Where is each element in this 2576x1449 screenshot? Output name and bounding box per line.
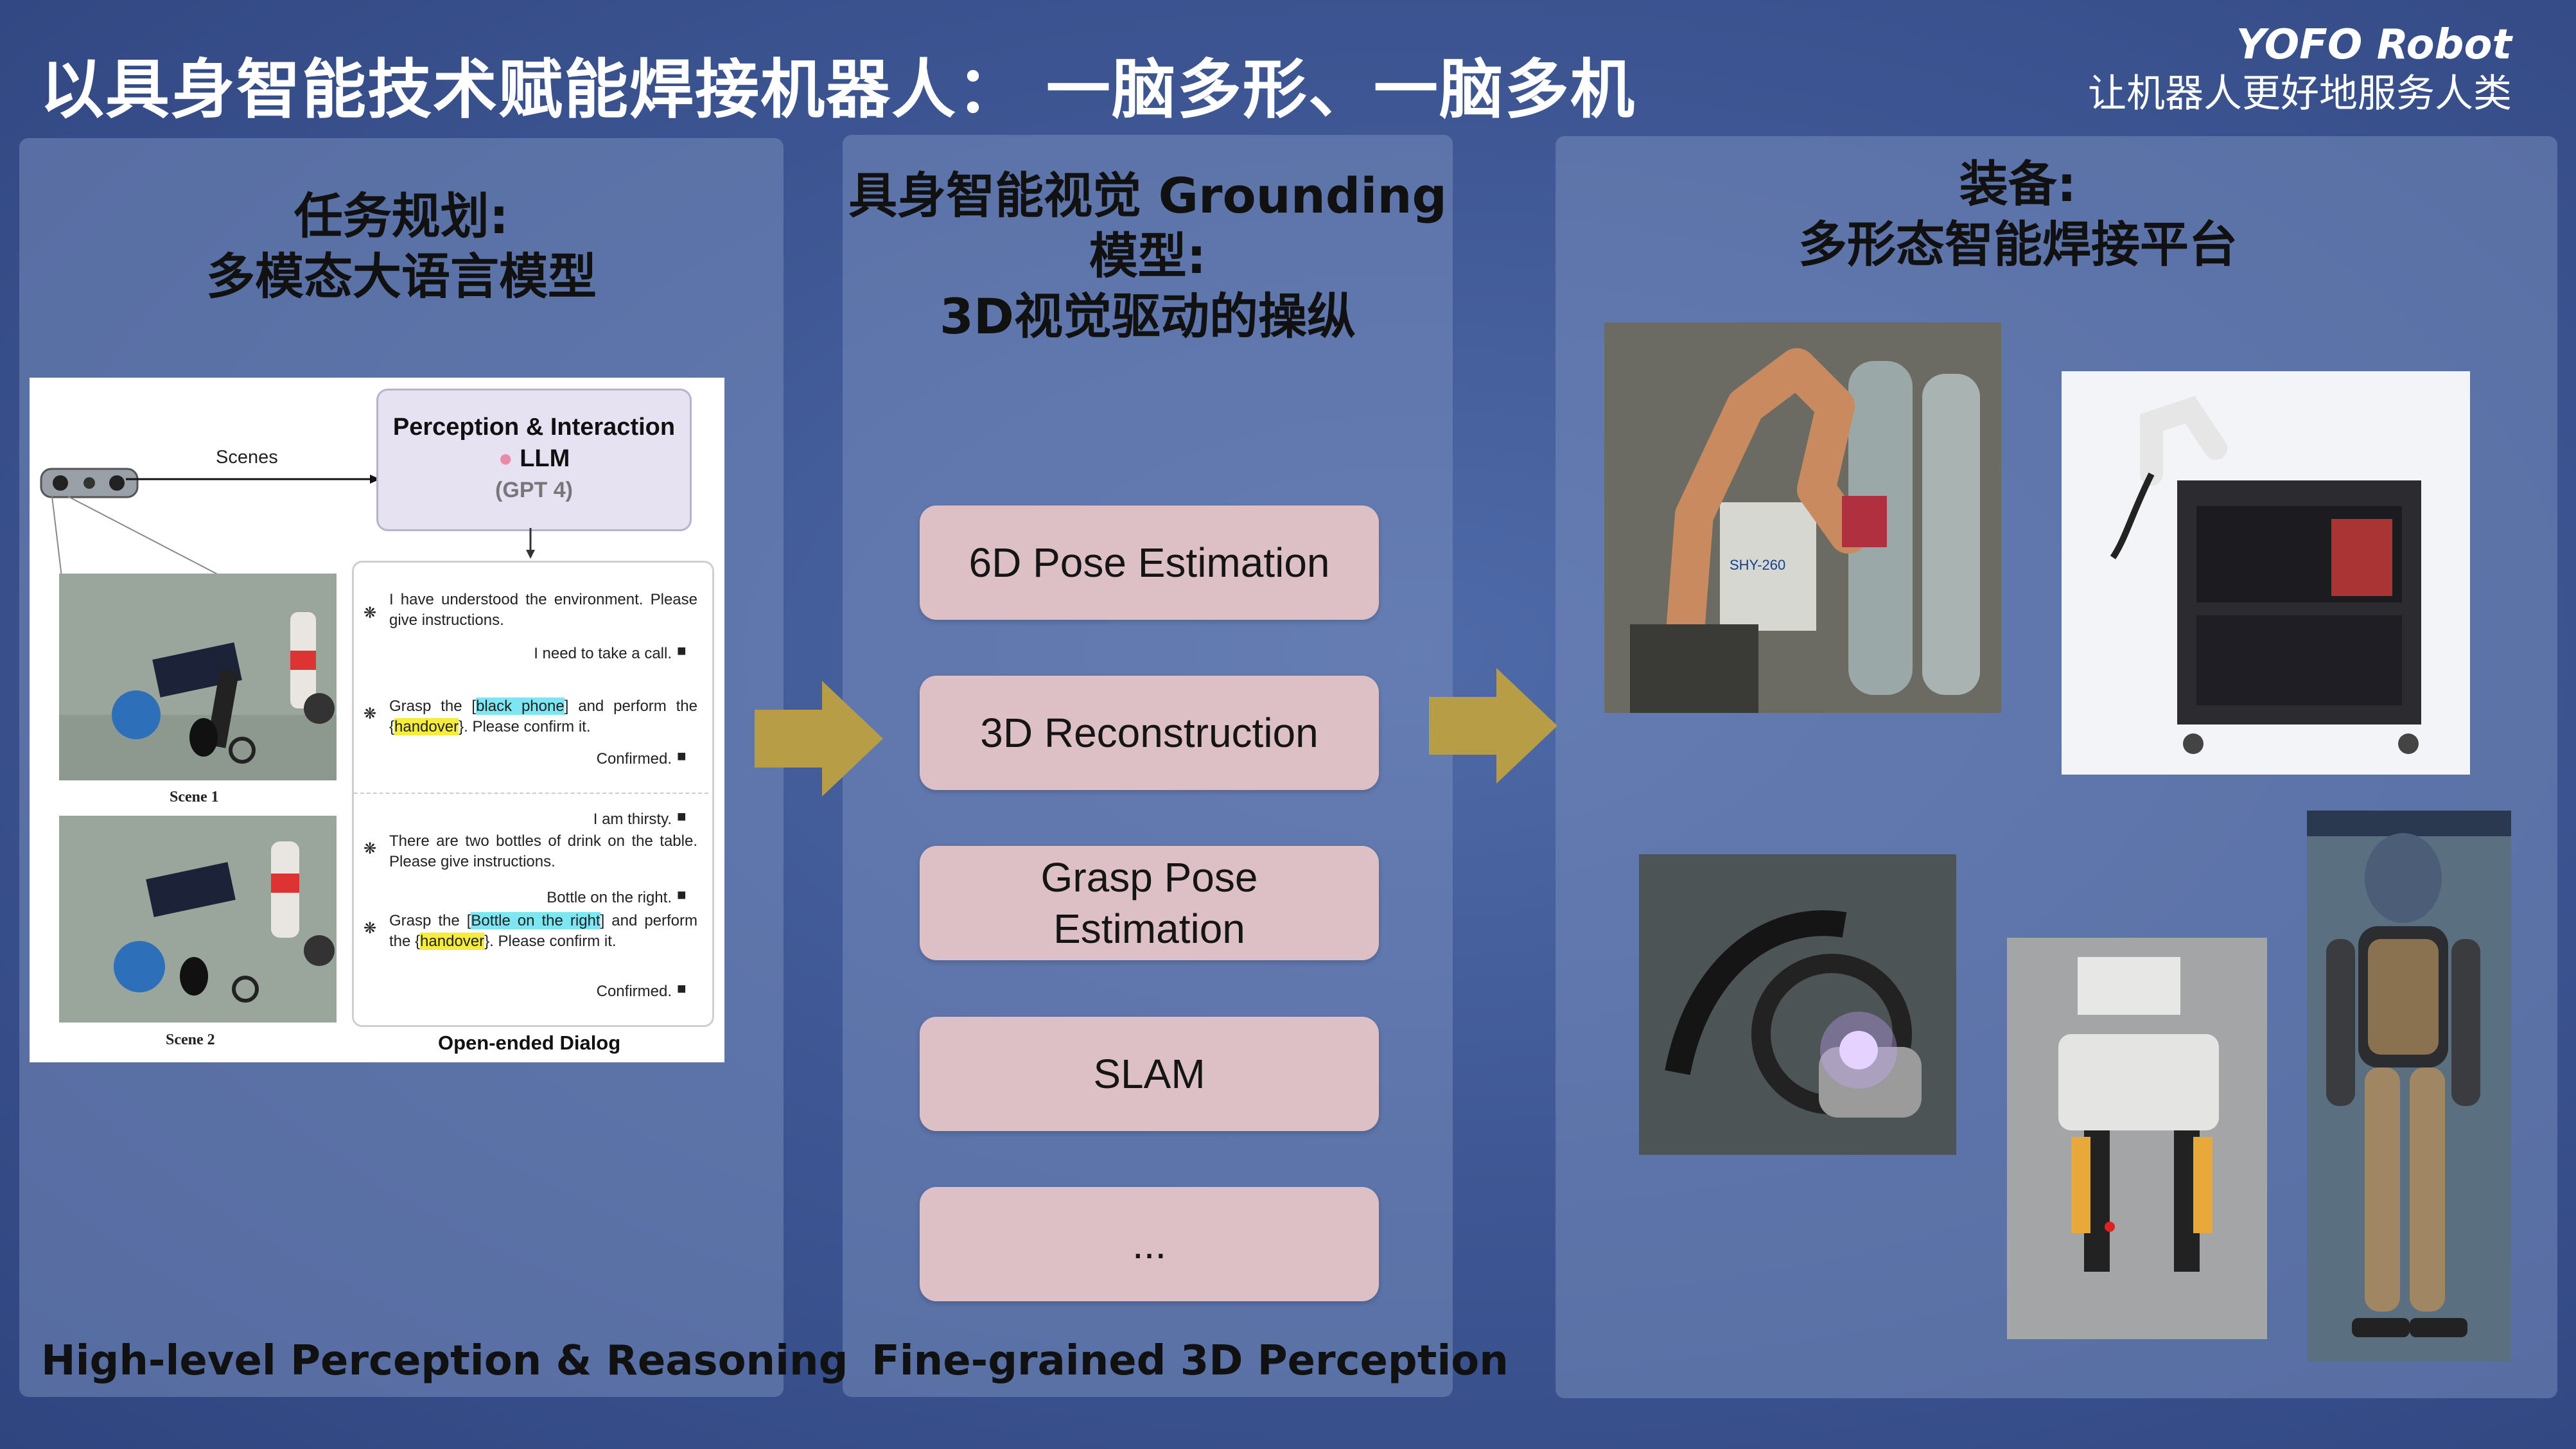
m4-text-c: }. Please confirm it.: [484, 933, 617, 950]
left-heading-line2: 多模态大语言模型: [206, 248, 597, 305]
dialog-divider: [354, 793, 708, 794]
industrial-robot-arm-image: SHY-260: [1604, 322, 2001, 713]
m2-text-a: Grasp the [: [389, 698, 477, 715]
arrow-to-dialog: [526, 528, 535, 559]
right-panel-heading: 装备: 多形态智能焊接平台: [1555, 154, 2480, 275]
scene-1-photo: [59, 574, 337, 780]
dialog-box: [352, 561, 714, 1027]
llm-line2: LLM: [520, 445, 570, 472]
module-slam: SLAM: [920, 1017, 1379, 1131]
middle-panel-footer: Fine-grained 3D Perception: [872, 1337, 1509, 1385]
brain-icon: ●: [498, 445, 513, 472]
dialog-user-msg-4: Bottle on the right.: [547, 889, 672, 906]
module-grasp-pose-estimation: Grasp Pose Estimation: [920, 846, 1379, 960]
slide-title: 以具身智能技术赋能焊接机器人： 一脑多形、一脑多机: [40, 52, 1636, 127]
module-6d-pose-estimation: 6D Pose Estimation: [920, 505, 1379, 620]
llm-line3: (GPT 4): [495, 478, 573, 502]
scene-1-caption: Scene 1: [170, 789, 219, 805]
user-icon: ■: [677, 808, 687, 825]
cylinder-label: SHY-260: [1730, 557, 1785, 573]
user-icon: ■: [677, 886, 687, 904]
photo-quadruped-robot: [2007, 938, 2267, 1339]
photo-cobot-cart: [2062, 371, 2470, 775]
photo-humanoid-robot: [2307, 811, 2511, 1362]
dialog-llm-msg-2: Grasp the [black phone] and perform the …: [389, 696, 697, 737]
m4-object-highlight: Bottle on the right: [471, 912, 600, 929]
middle-panel-heading: 具身智能视觉 Grounding 模型: 3D视觉驱动的操纵: [843, 166, 1453, 347]
m4-text-a: Grasp the [: [389, 912, 471, 929]
scenes-label: Scenes: [216, 447, 278, 468]
dialog-user-msg-5: Confirmed.: [596, 983, 672, 1000]
openai-icon: ❋: [364, 604, 377, 622]
left-panel-heading: 任务规划: 多模态大语言模型: [19, 186, 784, 307]
dialog-user-msg-1: I need to take a call.: [534, 645, 672, 662]
middle-heading-line1: 具身智能视觉 Grounding: [848, 167, 1447, 224]
m2-action-highlight: handover: [394, 718, 459, 735]
brand-name: YOFO Robot: [2236, 21, 2512, 69]
quadruped-robot-image: [2007, 938, 2267, 1339]
m4-action-highlight: handover: [420, 933, 485, 950]
welding-torch-image: [1639, 854, 1956, 1155]
openai-icon: ❋: [364, 705, 377, 723]
dialog-caption: Open-ended Dialog: [438, 1032, 621, 1054]
middle-heading-line3: 3D视觉驱动的操纵: [940, 288, 1356, 345]
llm-box: Perception & Interaction ● LLM (GPT 4): [376, 389, 692, 531]
m2-object-highlight: black phone: [476, 698, 565, 715]
perspective-lines: [51, 496, 229, 581]
user-icon: ■: [677, 748, 687, 765]
module-more: ...: [920, 1187, 1379, 1301]
llm-dialog-figure: Scenes Perception & Interaction ● LLM (G…: [30, 378, 724, 1062]
camera-icon: [40, 468, 139, 498]
dialog-llm-msg-1: I have understood the environment. Pleas…: [389, 591, 697, 629]
arrow-left-to-middle: [755, 681, 883, 796]
right-heading-line1: 装备:: [1959, 155, 2077, 213]
openai-icon: ❋: [364, 840, 377, 857]
dialog-user-msg-2: Confirmed.: [596, 750, 672, 768]
dialog-llm-msg-3: There are two bottles of drink on the ta…: [389, 832, 697, 870]
right-heading-line2: 多形态智能焊接平台: [1798, 216, 2238, 273]
photo-industrial-robot-arm: SHY-260: [1604, 322, 2001, 713]
m4-text-b: ] and perform the {: [389, 912, 697, 950]
openai-icon: ❋: [364, 920, 377, 937]
scene-2-photo: [59, 816, 337, 1023]
user-icon: ■: [677, 980, 687, 997]
scene-2-image: [59, 816, 337, 1023]
photo-welding-torch: [1639, 854, 1956, 1155]
m2-text-c: }. Please confirm it.: [459, 718, 591, 735]
brand-block: YOFO Robot 让机器人更好地服务人类: [2088, 19, 2512, 117]
humanoid-robot-image: [2307, 811, 2511, 1362]
user-icon: ■: [677, 642, 687, 660]
scene-1-image: [59, 574, 337, 780]
m2-text-b: ] and perform the {: [389, 698, 698, 735]
brand-slogan: 让机器人更好地服务人类: [2088, 71, 2512, 116]
llm-line1: Perception & Interaction: [392, 414, 676, 441]
left-panel-footer: High-level Perception & Reasoning: [41, 1337, 848, 1385]
cobot-cart-image: [2062, 371, 2470, 775]
dialog-llm-msg-4: Grasp the [Bottle on the right] and perf…: [389, 911, 697, 952]
scene-2-caption: Scene 2: [166, 1032, 215, 1048]
middle-heading-line2: 模型:: [1089, 227, 1207, 285]
arrow-middle-to-right: [1429, 668, 1557, 784]
module-3d-reconstruction: 3D Reconstruction: [920, 676, 1379, 790]
dialog-user-msg-3: I am thirsty.: [593, 811, 672, 828]
left-heading-line1: 任务规划:: [294, 188, 509, 245]
arrow-to-llm: [126, 475, 380, 484]
